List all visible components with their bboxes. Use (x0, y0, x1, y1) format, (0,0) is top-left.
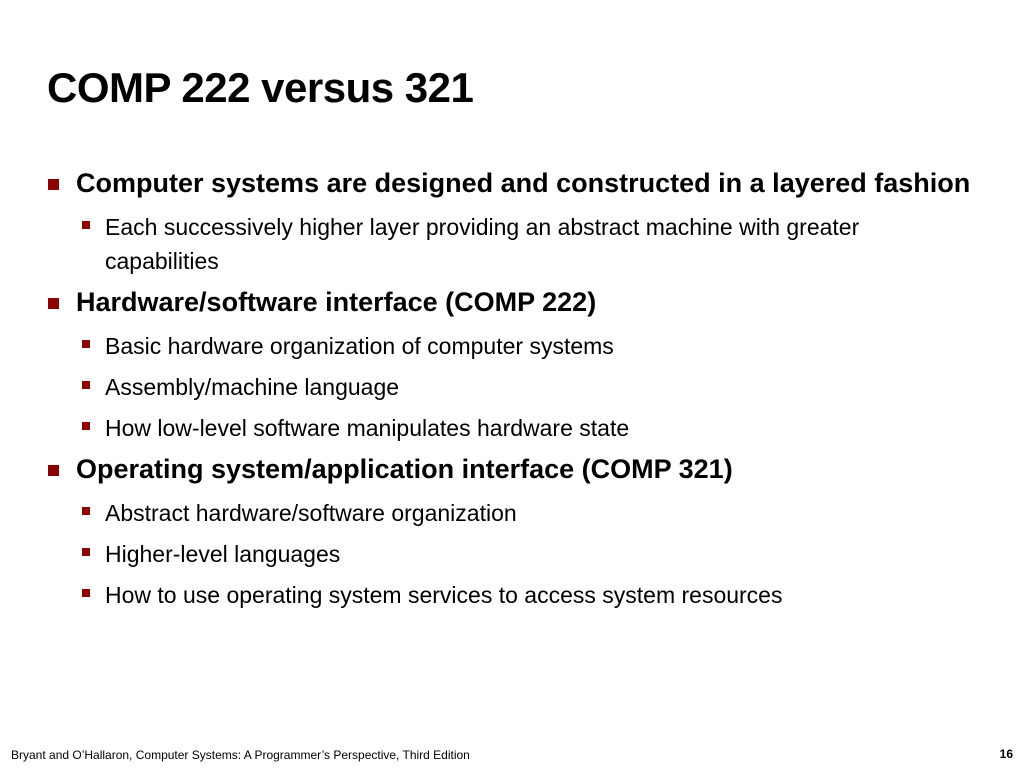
sub-bullet-item: Assembly/machine language (46, 370, 976, 404)
bullet-item: Hardware/software interface (COMP 222) (46, 282, 976, 322)
footer-citation: Bryant and O’Hallaron, Computer Systems:… (11, 748, 470, 762)
square-bullet-icon (82, 507, 90, 515)
sub-bullet-text: Abstract hardware/software organization (105, 500, 517, 526)
sub-bullet-text: Each successively higher layer providing… (105, 214, 860, 274)
bullet-item: Computer systems are designed and constr… (46, 163, 976, 203)
bullet-text: Hardware/software interface (COMP 222) (76, 287, 597, 317)
sub-bullet-item: Each successively higher layer providing… (46, 210, 976, 278)
square-bullet-icon (82, 589, 90, 597)
bullet-text: Computer systems are designed and constr… (76, 168, 971, 198)
square-bullet-icon (48, 179, 59, 190)
square-bullet-icon (82, 381, 90, 389)
page-number: 16 (999, 747, 1013, 761)
square-bullet-icon (82, 422, 90, 430)
slide-title: COMP 222 versus 321 (47, 64, 474, 111)
square-bullet-icon (48, 465, 59, 476)
bullet-list: Computer systems are designed and constr… (46, 163, 976, 612)
sub-bullet-item: Basic hardware organization of computer … (46, 329, 976, 363)
bullet-text: Operating system/application interface (… (76, 454, 733, 484)
sub-bullet-text: Higher-level languages (105, 541, 341, 567)
sub-bullet-item: How to use operating system services to … (46, 578, 976, 612)
square-bullet-icon (82, 340, 90, 348)
square-bullet-icon (82, 548, 90, 556)
square-bullet-icon (82, 221, 90, 229)
sub-bullet-text: Basic hardware organization of computer … (105, 333, 614, 359)
sub-bullet-text: Assembly/machine language (105, 374, 400, 400)
square-bullet-icon (48, 298, 59, 309)
sub-bullet-item: Higher-level languages (46, 537, 976, 571)
bullet-item: Operating system/application interface (… (46, 449, 976, 489)
sub-bullet-item: How low-level software manipulates hardw… (46, 411, 976, 445)
sub-bullet-item: Abstract hardware/software organization (46, 496, 976, 530)
sub-bullet-text: How to use operating system services to … (105, 582, 783, 608)
sub-bullet-text: How low-level software manipulates hardw… (105, 415, 630, 441)
